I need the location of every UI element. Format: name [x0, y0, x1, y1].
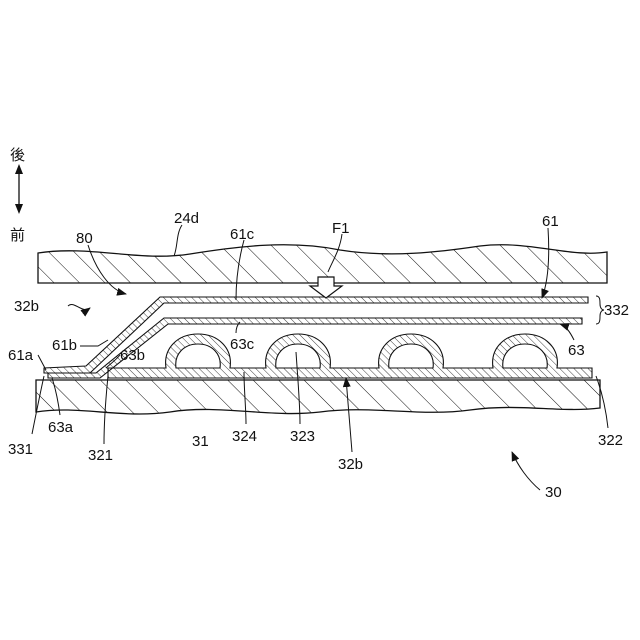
label-32b-top: 32b [14, 298, 39, 315]
label-322: 322 [598, 432, 623, 449]
label-321: 321 [88, 447, 113, 464]
label-63: 63 [568, 342, 585, 359]
label-61a: 61a [8, 347, 34, 364]
label-61b: 61b [52, 337, 77, 354]
label-31: 31 [192, 433, 209, 450]
label-61: 61 [542, 213, 559, 230]
leader-24d [174, 225, 182, 256]
base-member-31 [36, 380, 600, 414]
label-80: 80 [76, 230, 93, 247]
leader-61b [80, 340, 108, 346]
label-f1: F1 [332, 220, 350, 237]
leader-61a [38, 355, 46, 370]
corrugated-plate-32b [108, 334, 592, 378]
label-32b-bottom: 32b [338, 456, 363, 473]
label-63c: 63c [230, 336, 255, 353]
label-324: 324 [232, 428, 257, 445]
leader-32b-top [68, 304, 90, 309]
label-63a: 63a [48, 419, 74, 436]
label-61c: 61c [230, 226, 255, 243]
label-332: 332 [604, 302, 629, 319]
leader-63 [560, 324, 574, 340]
direction-indicator: 後 前 [10, 146, 25, 244]
up-arrowhead-icon [15, 164, 23, 174]
rear-direction-label: 後 [10, 146, 25, 164]
label-331: 331 [8, 441, 33, 458]
label-323: 323 [290, 428, 315, 445]
label-63b: 63b [120, 347, 145, 364]
front-direction-label: 前 [10, 226, 25, 244]
label-24d: 24d [174, 210, 199, 227]
label-30: 30 [545, 484, 562, 501]
leader-30 [512, 452, 540, 490]
down-arrowhead-icon [15, 204, 23, 214]
brace-332 [596, 296, 604, 324]
